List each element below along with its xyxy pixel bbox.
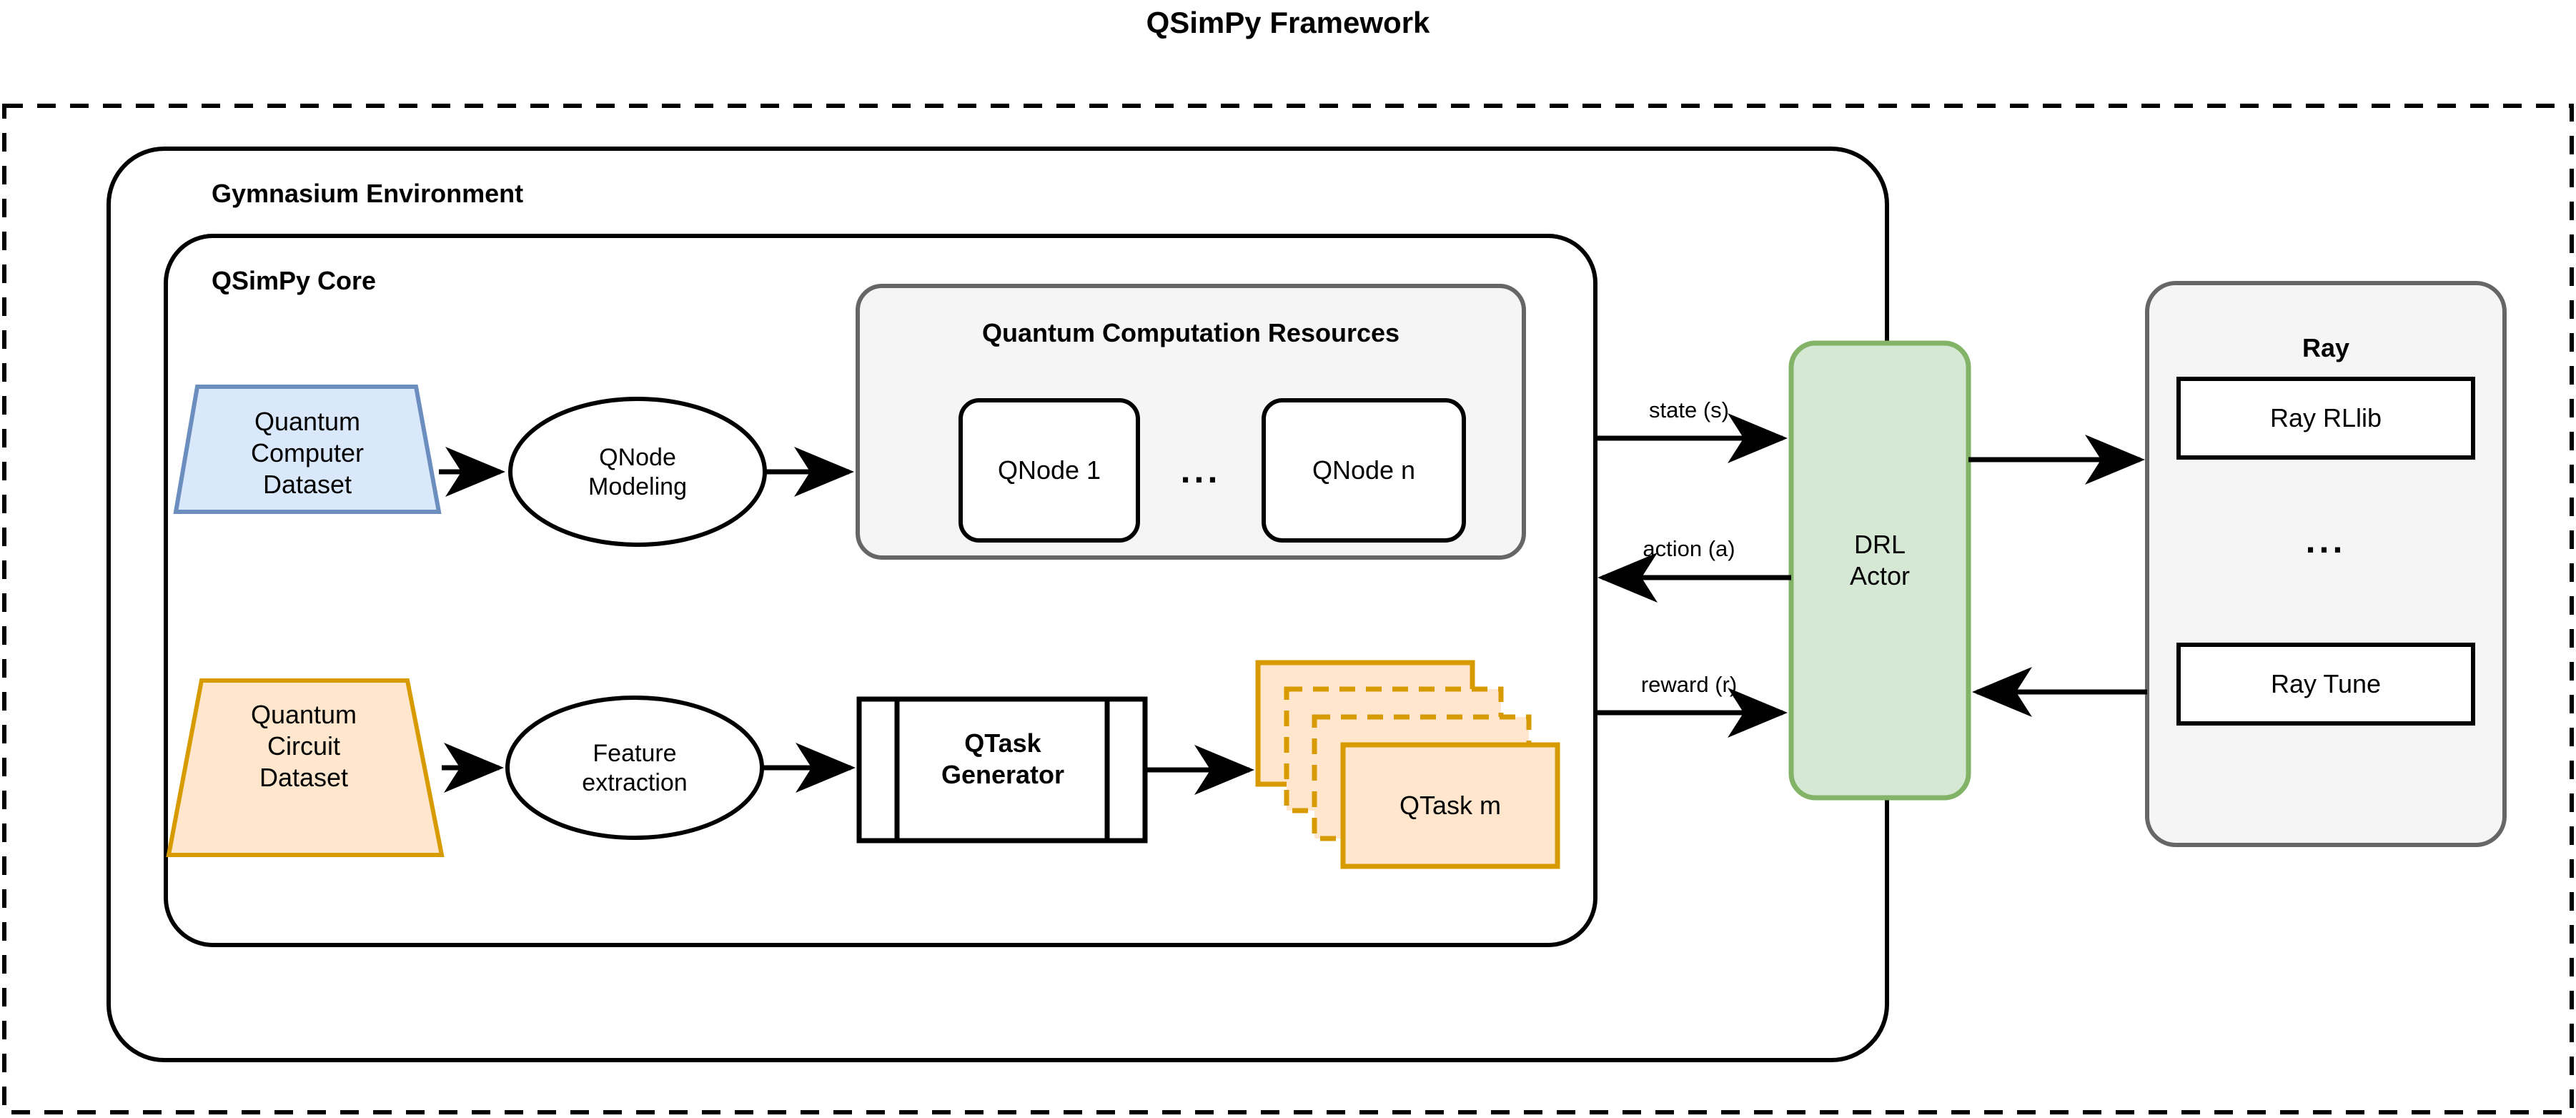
- quantum-circuit-dataset-line-3: Dataset: [259, 762, 349, 792]
- qnode-n-box: [1262, 398, 1466, 543]
- ray-rllib-box: [2176, 377, 2475, 460]
- outer-dashed-border: [2, 104, 2574, 1114]
- qtask-generator-line-1: QTask: [964, 728, 1041, 758]
- quantum-circuit-dataset-shape: [166, 678, 445, 857]
- feature-extraction-line-2: extraction: [582, 768, 688, 796]
- ray-tune-label: Ray Tune: [2270, 669, 2382, 699]
- qtask-generator-line-2: Generator: [941, 759, 1065, 789]
- qnode-modeling-line-1: QNode: [599, 444, 676, 471]
- ray-tune-box: [2176, 643, 2475, 726]
- figure-title: QSimPy Framework: [1146, 6, 1430, 39]
- qnode-n-label: QNode n: [1312, 455, 1416, 485]
- edge-state-label: state (s): [1649, 397, 1729, 422]
- qsimpy-core-box: [164, 234, 1597, 947]
- quantum-computer-dataset-line-1: Quantum: [254, 407, 361, 436]
- ray-ellipsis: ...: [2305, 520, 2347, 560]
- qnode-modeling-line-2: Modeling: [588, 473, 687, 500]
- quantum-computation-resources-title: Quantum Computation Resources: [981, 318, 1400, 347]
- drl-actor-line-1: DRL: [1853, 530, 1906, 559]
- quantum-circuit-dataset-label: Quantum Circuit Dataset: [179, 699, 429, 793]
- qnode-1-label: QNode 1: [997, 455, 1101, 485]
- quantum-computer-dataset-line-2: Computer: [250, 437, 365, 468]
- quantum-computer-dataset-shape: [173, 385, 442, 514]
- ray-title: Ray: [2302, 333, 2350, 362]
- qnode-1-box: [958, 398, 1140, 543]
- feature-extraction-line-1: Feature: [593, 740, 677, 767]
- drl-actor-line-2: Actor: [1849, 560, 1911, 590]
- edge-reward-label: reward (r): [1640, 672, 1738, 697]
- qtask-stack-layer-1: [1340, 742, 1560, 869]
- qtask-stack-label: QTask m: [1399, 791, 1501, 821]
- ray-rllib-label: Ray RLlib: [2269, 403, 2382, 433]
- qsimpy-core-title: QSimPy Core: [212, 266, 377, 295]
- feature-extraction-label: Feature extraction: [507, 739, 762, 798]
- edge-action-label: action (a): [1643, 536, 1735, 561]
- qtask-generator-label: QTask Generator: [899, 728, 1106, 791]
- quantum-computer-dataset-label: Quantum Computer Dataset: [176, 406, 439, 500]
- qnode-modeling-label: QNode Modeling: [510, 443, 765, 502]
- qnode-ellipsis: ...: [1180, 450, 1222, 490]
- gymnasium-environment-title: Gymnasium Environment: [212, 179, 524, 208]
- quantum-circuit-dataset-line-2: Circuit: [267, 731, 340, 761]
- quantum-computer-dataset-line-3: Dataset: [262, 469, 352, 499]
- drl-actor-box: [1788, 340, 1971, 801]
- drl-actor-label: DRL Actor: [1791, 529, 1968, 592]
- quantum-circuit-dataset-line-1: Quantum: [250, 700, 357, 729]
